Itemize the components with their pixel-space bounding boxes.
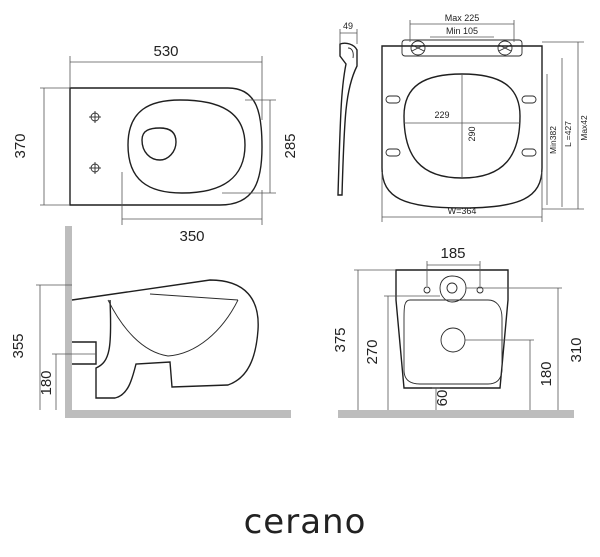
seat-top-view: Max 225 Min 105 229 290 Min382 L =427 Ma… xyxy=(381,13,589,222)
seat-inner-width-label: 229 xyxy=(434,110,449,120)
top-width-label: 530 xyxy=(153,43,178,60)
seat-thickness-label: 49 xyxy=(343,21,353,31)
bowl-rim xyxy=(127,99,246,194)
floor-front xyxy=(338,410,574,418)
wall xyxy=(65,226,72,418)
drain-icon xyxy=(440,327,466,353)
side-height-label: 355 xyxy=(10,333,27,358)
seat-outline xyxy=(381,45,543,209)
front-top-label: 185 xyxy=(440,245,465,262)
bumper-icon xyxy=(521,148,537,157)
front-total-label: 375 xyxy=(332,327,349,352)
front-bottom-label: 60 xyxy=(434,390,451,407)
top-inner-width-label: 350 xyxy=(179,228,204,245)
hinge-left-icon xyxy=(410,40,426,56)
top-inner-height-label: 285 xyxy=(282,133,299,158)
seat-min-label: Min 105 xyxy=(446,26,478,36)
bowl-side-profile xyxy=(71,279,259,399)
front-view: 185 375 270 310 180 60 xyxy=(332,245,585,418)
bumper-icon xyxy=(385,95,401,104)
front-right-low-label: 180 xyxy=(538,361,555,386)
side-low-label: 180 xyxy=(38,370,55,395)
top-view: 530 370 285 350 xyxy=(12,43,299,245)
mounting-hole-icon xyxy=(476,286,484,294)
seat-width-label: W=364 xyxy=(448,206,477,216)
hinge-bar xyxy=(401,39,523,57)
seat-length-label: L =427 xyxy=(563,121,573,147)
seat-max-label: Max 225 xyxy=(445,13,480,23)
seat-side-view: 49 xyxy=(337,21,358,196)
front-mid-label: 270 xyxy=(364,339,381,364)
seat-min-length-label: Min382 xyxy=(548,126,558,154)
seat-max-length-label: Max42 xyxy=(579,115,589,141)
side-view: 355 180 xyxy=(10,226,291,418)
bumper-icon xyxy=(521,95,537,104)
seat-opening xyxy=(403,73,521,179)
bowl-outline-top xyxy=(69,87,263,206)
outlet-pipe xyxy=(72,341,97,365)
top-height-label: 370 xyxy=(12,133,29,158)
seat-profile xyxy=(337,42,358,196)
mounting-hole-icon xyxy=(423,286,431,294)
brand-logo: cerano xyxy=(244,502,367,542)
hinge-right-icon xyxy=(497,40,513,56)
floor xyxy=(65,410,291,418)
bowl-opening xyxy=(141,127,177,161)
inlet-icon xyxy=(446,282,458,294)
bowl-front-outline xyxy=(395,269,509,389)
seat-inner-height-label: 290 xyxy=(467,126,477,141)
front-right-label: 310 xyxy=(568,337,585,362)
bumper-icon xyxy=(385,148,401,157)
